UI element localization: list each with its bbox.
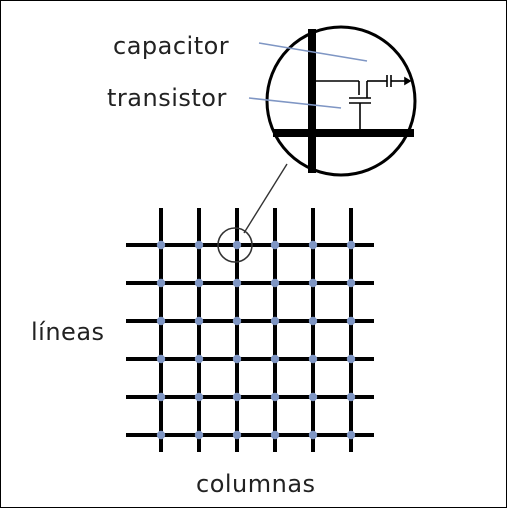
memory-cell xyxy=(308,278,318,288)
memory-cell xyxy=(346,278,356,288)
memory-cell xyxy=(308,392,318,402)
memory-cell xyxy=(194,354,204,364)
memory-cell xyxy=(270,240,280,250)
memory-cell xyxy=(232,354,242,364)
columns-label: columnas xyxy=(196,470,316,498)
memory-cell xyxy=(346,430,356,440)
capacitor-pointer xyxy=(258,42,368,62)
transistor-symbol xyxy=(312,80,375,133)
memory-cell xyxy=(194,278,204,288)
memory-cell xyxy=(194,316,204,326)
memory-cell xyxy=(308,354,318,364)
memory-cell xyxy=(232,392,242,402)
memory-cell xyxy=(232,240,242,250)
memory-cell xyxy=(270,278,280,288)
memory-cell xyxy=(156,354,166,364)
memory-cell xyxy=(156,278,166,288)
memory-cell xyxy=(232,278,242,288)
memory-cell xyxy=(156,316,166,326)
zoom-callout xyxy=(265,25,417,177)
memory-cell xyxy=(156,430,166,440)
memory-cell xyxy=(308,316,318,326)
memory-cell xyxy=(232,316,242,326)
memory-cell xyxy=(308,430,318,440)
memory-cell xyxy=(194,430,204,440)
memory-cell xyxy=(308,240,318,250)
memory-cell xyxy=(270,316,280,326)
transistor-label: transistor xyxy=(107,84,227,112)
memory-cell xyxy=(346,392,356,402)
zoom-connector xyxy=(243,163,288,234)
capacitor-symbol xyxy=(375,75,412,87)
memory-cell xyxy=(270,430,280,440)
memory-grid xyxy=(126,208,374,452)
memory-cell xyxy=(232,430,242,440)
rows-label: líneas xyxy=(31,318,105,346)
selected-cell-circle xyxy=(217,227,253,263)
memory-cell xyxy=(270,354,280,364)
memory-cell xyxy=(194,240,204,250)
transistor-pointer xyxy=(248,97,342,109)
memory-cell xyxy=(346,316,356,326)
memory-cell xyxy=(156,392,166,402)
memory-cell xyxy=(270,392,280,402)
capacitor-label: capacitor xyxy=(113,32,229,60)
memory-cell xyxy=(346,354,356,364)
memory-cell xyxy=(346,240,356,250)
memory-cell xyxy=(156,240,166,250)
memory-cell xyxy=(194,392,204,402)
callout-circle xyxy=(265,25,417,177)
